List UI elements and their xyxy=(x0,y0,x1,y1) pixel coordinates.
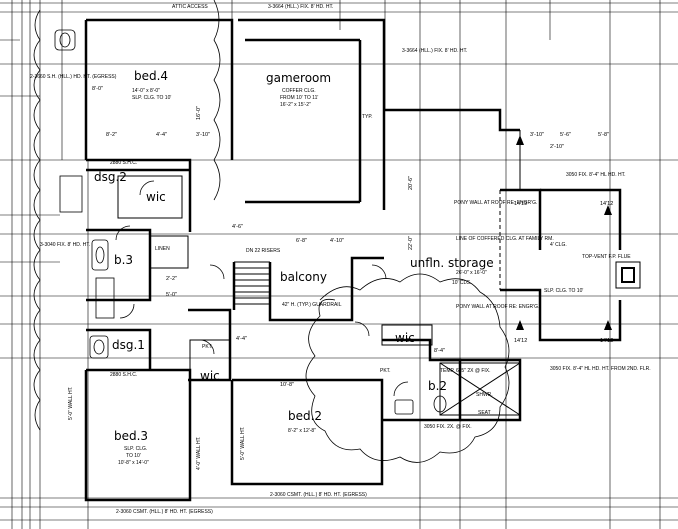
dimension-labels: 8'-2" 4'-4" 3'-10" 3'-10" 5'-6" 5'-8" 2'… xyxy=(92,86,613,388)
room-dsg1-label: dsg.1 xyxy=(112,338,145,352)
roof-clouds xyxy=(33,0,510,463)
room-gameroom-note-3: 16'-2" x 15'-2" xyxy=(280,102,311,108)
dim-23: 8'-0" xyxy=(92,86,103,92)
note-ceiling-storage2: 10' CLG. xyxy=(452,280,472,286)
dim-22: 4'-4" xyxy=(236,336,247,342)
note-chase: LINE OF COFFERED CLG. AT FAMILY RM. xyxy=(456,236,554,242)
room-bed4-note-1: 14'-0" x 8'-0" xyxy=(132,88,160,94)
note-bed2-window: 2-3060 CSMT. (HLL.) 8' HD. HT. (EGRESS) xyxy=(270,492,367,498)
dim-21: 6'-8" xyxy=(400,338,411,344)
dim-13: 14'12 xyxy=(514,201,527,207)
room-gameroom-note-1: COFFER CLG. xyxy=(282,88,316,94)
room-bed2-note: 8'-2" x 12'-8" xyxy=(288,428,316,434)
note-top-window: 3-3664 (HLL.) FIX. 8' HD. HT. xyxy=(268,4,333,10)
note-pkt2: PKT. xyxy=(380,368,391,374)
dim-24: 5'-0" xyxy=(166,292,177,298)
note-ceiling-storage: 4' CLG. xyxy=(550,242,567,248)
room-bed3-note-1: SLP. CLG. xyxy=(124,446,147,452)
room-wic-top-label: wic xyxy=(146,190,166,204)
arrows xyxy=(516,135,612,330)
dim-5: 5'-6" xyxy=(560,132,571,138)
dim-7: 2'-10" xyxy=(550,144,564,150)
note-slp-storage: SLP. CLG. TO 10' xyxy=(544,288,583,294)
room-bed4-label: bed.4 xyxy=(134,69,168,83)
dim-19: 8'-4" xyxy=(434,348,445,354)
note-fix-bottom-right: 3050 FIX. 8'-4" HL HD. HT. FROM 2ND. FLR… xyxy=(550,366,651,372)
note-left-window: 2-3660 S.H. (HLL.) HD. HT. (EGRESS) xyxy=(30,74,117,80)
room-labels: bed.4 14'-0" x 8'-0" SLP. CLG. TO 10' ga… xyxy=(94,69,494,466)
note-shwr: SHWR. xyxy=(476,392,493,398)
room-gameroom-label: gameroom xyxy=(266,71,331,85)
note-slope-2: 2880 S.H.C. xyxy=(110,372,137,378)
note-slope-1: 2880 S.H.C. xyxy=(110,160,137,166)
dim-11: 10'-8" xyxy=(280,382,294,388)
note-temp: TEMP. 6'-5" 2X @ FIX. xyxy=(440,368,491,374)
note-bed3-wall2: 4'-0" WALL HT. xyxy=(196,437,202,470)
note-seat: SEAT xyxy=(478,410,491,416)
note-b2-fix: 3050 FIX. 2X. @ FIX. xyxy=(424,424,472,430)
note-bed3-wall: 5'-0" WALL HT. xyxy=(68,387,74,420)
note-riser: DN 22 RISERS xyxy=(246,248,281,254)
room-bed3-label: bed.3 xyxy=(114,429,148,443)
room-wic-right-label: wic xyxy=(395,331,415,345)
dim-18: 20'-6" xyxy=(408,176,414,190)
room-bed4-note-2: SLP. CLG. TO 10' xyxy=(132,95,171,101)
room-wic-mid-label: wic xyxy=(200,369,220,383)
note-fix-top-right: 3050 FIX. 8'-4" HL HD. HT. xyxy=(566,172,626,178)
room-bed3-note-2: TO 10' xyxy=(126,453,141,459)
dim-14: 14'12 xyxy=(600,201,613,207)
dim-16: 14'12 xyxy=(600,338,613,344)
note-gameroom-window: 3-3664 (HLL.) FIX. 8' HD. HT. xyxy=(402,48,467,54)
note-pony-bottom: PONY WALL AT ROOF RE: ENGR'G. xyxy=(456,304,539,310)
dim-8: 16'-0" xyxy=(196,106,202,120)
thin-walls xyxy=(117,130,641,416)
note-bed3-window: 2-3060 CSMT. (HLL.) 8' HD. HT. (EGRESS) xyxy=(116,509,213,515)
note-pony-top: PONY WALL AT ROOF RE: ENGR'G. xyxy=(454,200,537,206)
room-storage-label: unfln. storage xyxy=(410,256,494,270)
note-bed2-dwall: 5'-0" WALL HT. xyxy=(240,427,246,460)
door-swings xyxy=(115,180,409,397)
dim-20: 2'-2" xyxy=(166,276,177,282)
dim-9: 4'-6" xyxy=(232,224,243,230)
room-b3-label: b.3 xyxy=(114,253,133,267)
note-topvent: TOP-VENT F.P. FLUE xyxy=(582,254,631,260)
fixtures xyxy=(54,29,447,415)
room-gameroom-note-2: FROM 10' TO 11' xyxy=(280,95,318,101)
dim-1: 8'-2" xyxy=(106,132,117,138)
dim-12: 4'-10" xyxy=(330,238,344,244)
room-b2-label: b.2 xyxy=(428,379,447,393)
note-fill-window: 3-3040 FIX. 8' HD. HT. xyxy=(40,242,90,248)
dim-4: 3'-10" xyxy=(530,132,544,138)
dim-15: 14'12 xyxy=(514,338,527,344)
note-attic: ATTIC ACCESS xyxy=(172,4,208,10)
dim-6: 5'-8" xyxy=(598,132,609,138)
dim-3: 3'-10" xyxy=(196,132,210,138)
note-linen: LINEN xyxy=(155,246,170,252)
room-dsg2-label: dsg.2 xyxy=(94,170,127,184)
dim-2: 4'-4" xyxy=(156,132,167,138)
room-bed3-note-3: 10'-8" x 14'-0" xyxy=(118,460,149,466)
note-typ: TYP. xyxy=(362,114,372,120)
annotations: ATTIC ACCESS 3-3664 (HLL.) FIX. 8' HD. H… xyxy=(30,4,651,515)
note-pkt1: PKT. xyxy=(202,344,213,350)
dim-17: 22'-0" xyxy=(408,236,414,250)
room-storage-note: 26'-0" x 16'-0" xyxy=(456,270,487,276)
room-bed2-label: bed.2 xyxy=(288,409,322,423)
note-rail: 42" H. (TYP.) GUARDRAIL xyxy=(282,302,342,308)
walls xyxy=(84,18,622,502)
room-balcony-label: balcony xyxy=(280,270,327,284)
dim-10: 6'-8" xyxy=(296,238,307,244)
